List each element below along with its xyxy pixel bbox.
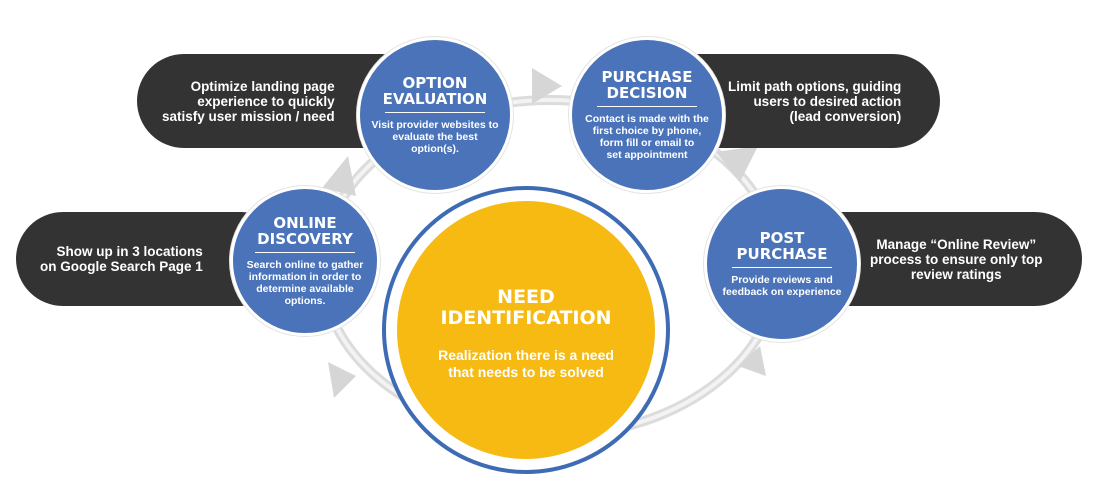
tip-post-purchase-text: Manage “Online Review” process to ensure… <box>870 236 1043 282</box>
tip-purchase-decision-text: Limit path options, guiding users to des… <box>728 78 902 124</box>
tip-option-evaluation-text: Optimize landing page experience to quic… <box>162 78 335 124</box>
stage-option-evaluation: OPTION EVALUATION Visit provider website… <box>357 37 513 193</box>
stage-need-identification-title: NEED IDENTIFICATION <box>440 286 612 329</box>
stage-purchase-decision-description: Contact is made with the first choice by… <box>585 113 709 161</box>
stage-purchase-decision-title: PURCHASE DECISION <box>601 68 693 102</box>
arrow-top-right-icon <box>716 146 758 182</box>
stage-post-purchase: POST PURCHASE Provide reviews and feedba… <box>704 186 860 342</box>
arrow-left-icon <box>322 156 356 196</box>
arrow-top-icon <box>532 68 562 104</box>
stage-option-evaluation-divider <box>385 112 485 113</box>
stage-post-purchase-title: POST PURCHASE <box>736 229 828 263</box>
stage-need-identification: NEED IDENTIFICATION Realization there is… <box>397 201 655 459</box>
stage-online-discovery: ONLINE DISCOVERY Search online to gather… <box>230 186 380 336</box>
stage-option-evaluation-description: Visit provider websites to evaluate the … <box>371 119 499 155</box>
arrow-bottom-right-icon <box>738 346 766 376</box>
stage-option-evaluation-title: OPTION EVALUATION <box>382 74 488 108</box>
stage-post-purchase-description: Provide reviews and feedback on experien… <box>722 274 842 298</box>
stage-purchase-decision-divider <box>597 106 697 107</box>
tip-online-discovery-text: Show up in 3 locations on Google Search … <box>40 244 203 274</box>
stage-online-discovery-description: Search online to gather information in o… <box>246 259 364 307</box>
arrow-bottom-left-icon <box>328 362 356 398</box>
stage-purchase-decision: PURCHASE DECISION Contact is made with t… <box>569 37 725 193</box>
stage-online-discovery-divider <box>255 252 355 253</box>
stage-online-discovery-title: ONLINE DISCOVERY <box>257 214 353 248</box>
stage-need-identification-description: Realization there is a need that needs t… <box>438 347 614 380</box>
stage-post-purchase-divider <box>732 267 832 268</box>
